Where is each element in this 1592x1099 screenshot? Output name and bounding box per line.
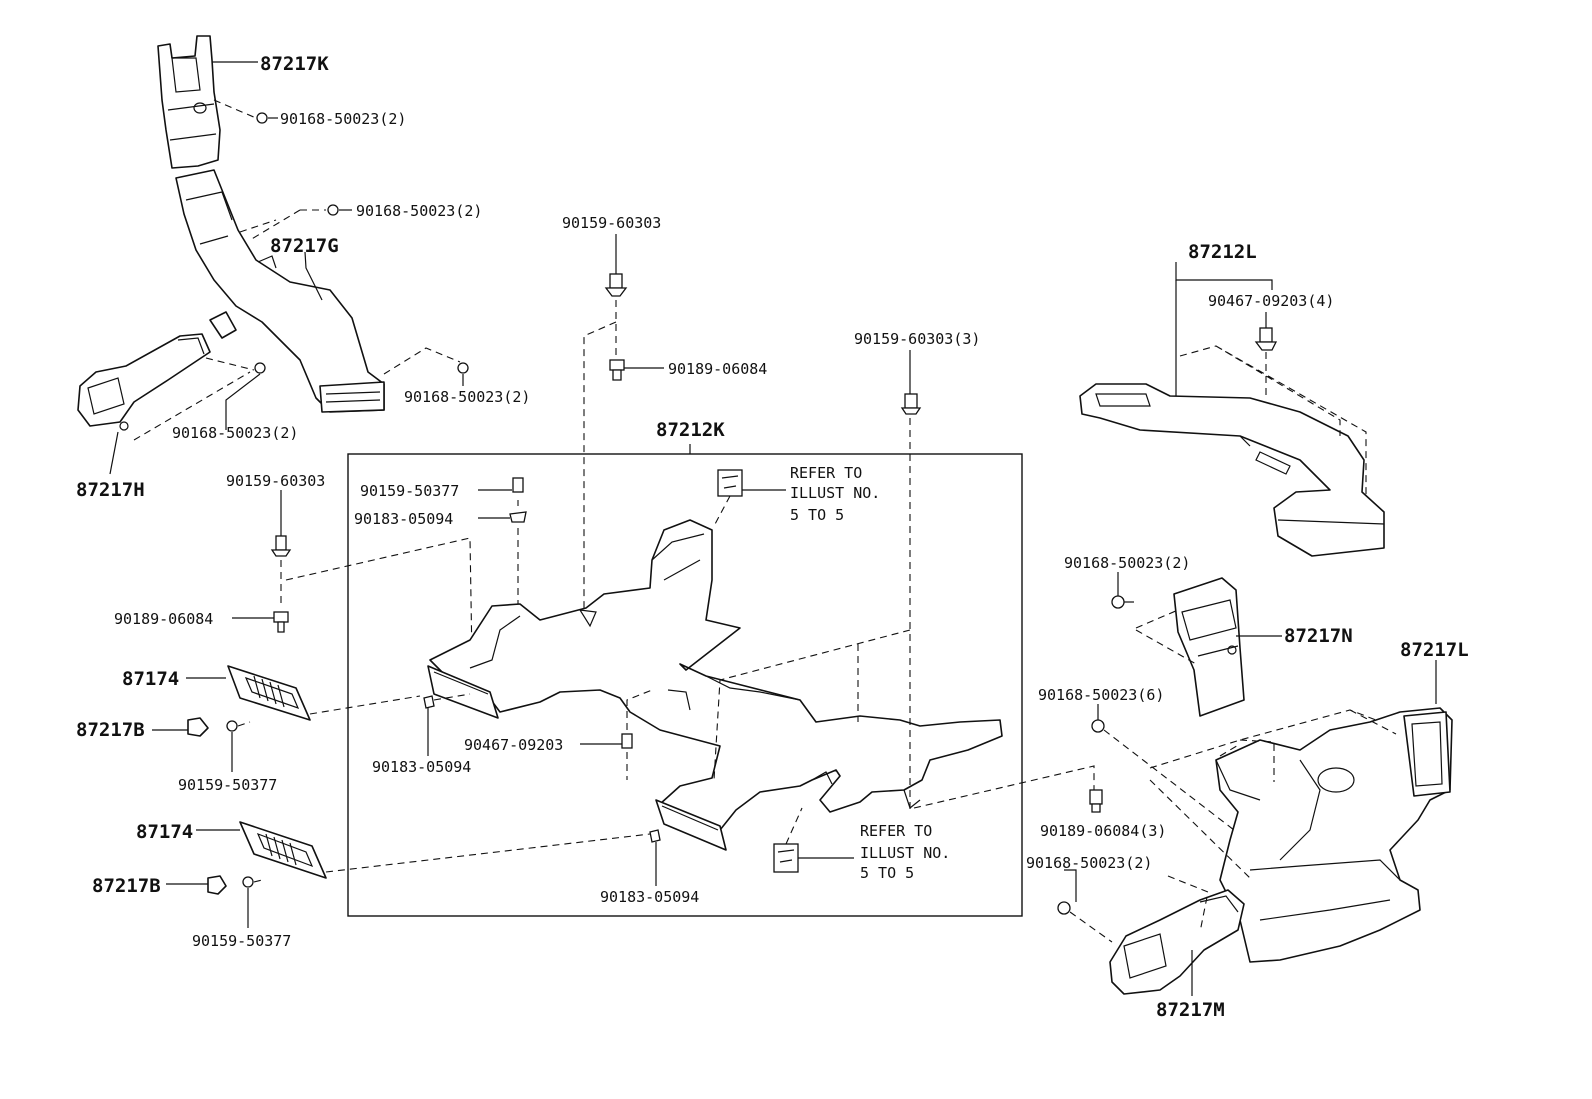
label-90168-50023-g: 90168-50023(2) [1026, 854, 1152, 872]
label-90168-50023-b: 90168-50023(2) [356, 202, 482, 220]
label-87174-a: 87174 [122, 668, 179, 690]
label-90168-50023-c: 90168-50023(2) [404, 388, 530, 406]
label-90189-06084-c: 90189-06084(3) [1040, 822, 1166, 840]
duct-87217G [175, 169, 385, 413]
label-90159-60303-b: 90159-60303 [562, 214, 661, 232]
label-87217M: 87217M [1156, 999, 1225, 1021]
label-90159-50377-c: 90159-50377 [360, 482, 459, 500]
fasteners-center [423, 234, 1095, 886]
fasteners-left-lower [152, 490, 651, 928]
refer-note-line: 5 TO 5 [860, 864, 914, 882]
label-87217K: 87217K [260, 53, 329, 75]
label-90159-50377-a: 90159-50377 [178, 776, 277, 794]
label-87212K: 87212K [656, 419, 725, 441]
duct-87217N [1173, 577, 1282, 717]
label-87212L: 87212L [1188, 241, 1257, 263]
label-90183-05094-c: 90183-05094 [600, 888, 699, 906]
refer-note-upper: REFER TO ILLUST NO. 5 TO 5 [790, 464, 880, 524]
label-87217L: 87217L [1400, 639, 1469, 661]
refer-note-line: ILLUST NO. [790, 484, 880, 502]
frame-87212K [347, 453, 1023, 917]
refer-note-line: REFER TO [860, 822, 932, 840]
label-90183-05094-a: 90183-05094 [354, 510, 453, 528]
refer-note-lower: REFER TO ILLUST NO. 5 TO 5 [860, 822, 950, 882]
label-90168-50023-d: 90168-50023(2) [172, 424, 298, 442]
label-90159-60303-a: 90159-60303 [226, 472, 325, 490]
label-90189-06084-b: 90189-06084 [668, 360, 767, 378]
label-90159-50377-b: 90159-50377 [192, 932, 291, 950]
label-90168-50023-e: 90168-50023(2) [1064, 554, 1190, 572]
refer-note-line: ILLUST NO. [860, 844, 950, 862]
duct-87217H [77, 333, 211, 431]
label-87217G: 87217G [270, 235, 339, 257]
duct-87217M [1109, 889, 1245, 996]
label-87217N: 87217N [1284, 625, 1353, 647]
label-90168-50023-f: 90168-50023(6) [1038, 686, 1164, 704]
label-90159-60303-c: 90159-60303(3) [854, 330, 980, 348]
fasteners-left-upper [109, 61, 469, 475]
label-90189-06084-a: 90189-06084 [114, 610, 213, 628]
label-87217B-b: 87217B [92, 875, 161, 897]
label-90467-09203-a: 90467-09203 [464, 736, 563, 754]
duct-87217L [1215, 660, 1453, 963]
duct-87212K [427, 519, 1003, 851]
refer-note-line: REFER TO [790, 464, 862, 482]
label-90467-09203-b: 90467-09203(4) [1208, 292, 1334, 310]
label-90183-05094-b: 90183-05094 [372, 758, 471, 776]
label-87217H: 87217H [76, 479, 145, 501]
label-87174-b: 87174 [136, 821, 193, 843]
duct-87217K [157, 35, 221, 169]
label-87217B-a: 87217B [76, 719, 145, 741]
duct-87212L [1079, 383, 1385, 557]
fasteners-right [1057, 262, 1397, 943]
label-90168-50023-a: 90168-50023(2) [280, 110, 406, 128]
refer-note-line: 5 TO 5 [790, 506, 844, 524]
part-labels: 87217K 90168-50023(2) 90168-50023(2) 872… [76, 53, 1469, 1021]
